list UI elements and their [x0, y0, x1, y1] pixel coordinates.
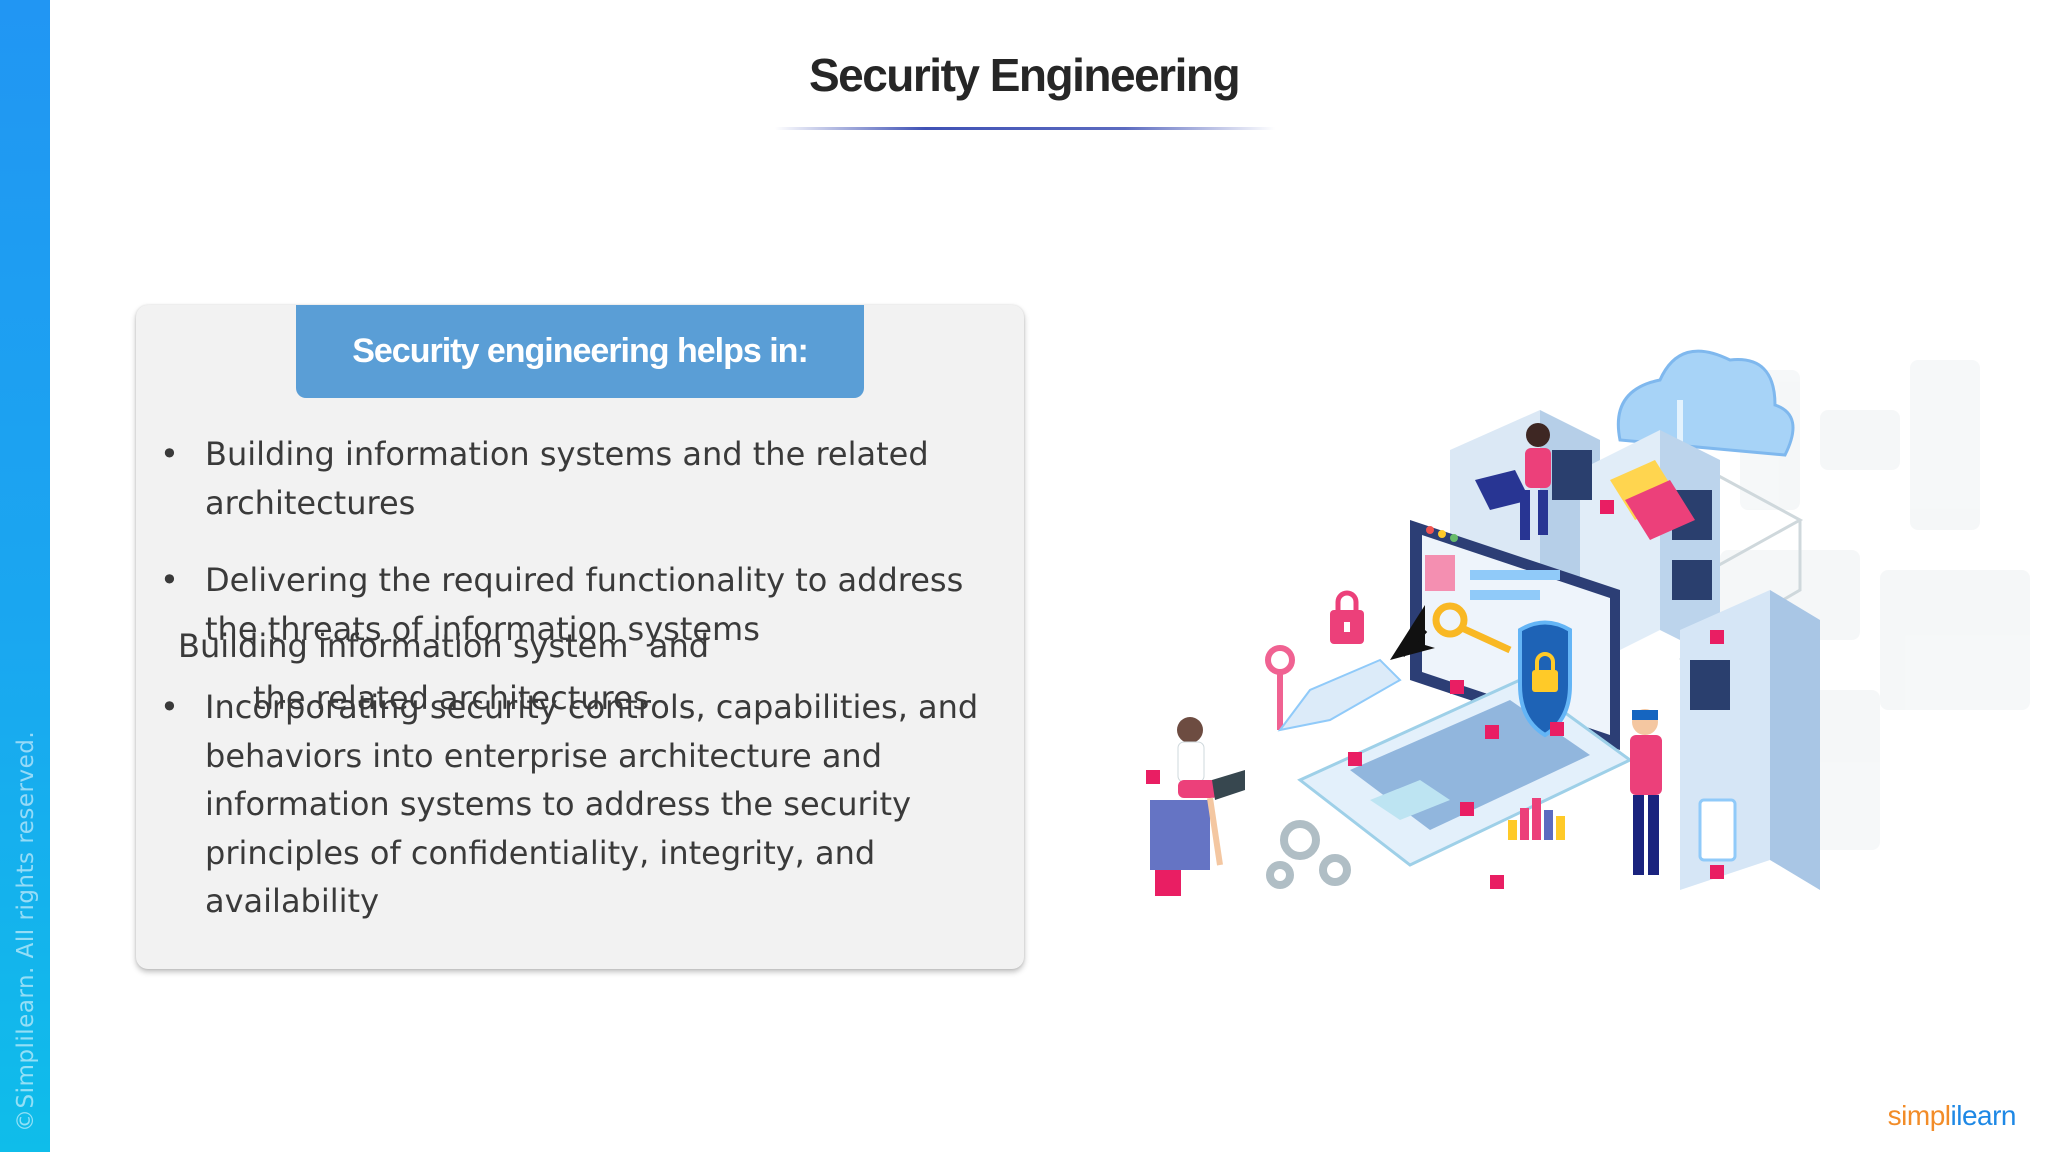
server-tower-icon [1680, 590, 1820, 890]
bullet-dot: • [160, 435, 179, 473]
bar-chart-icon [1508, 798, 1565, 840]
content-card [136, 305, 1024, 969]
overlay-text: the related architectures [253, 679, 650, 717]
brand-logo: simplilearn [1887, 1100, 2017, 1132]
decor-cubes [1146, 500, 1724, 889]
bullet-text: Building information systems and the rel… [205, 435, 929, 522]
brand-logo-part: simpl [1887, 1100, 1951, 1131]
key-icon [1265, 602, 1512, 732]
brand-logo-part: i [1950, 1100, 1957, 1131]
title-underline [775, 127, 1275, 130]
person-standing-icon [1630, 709, 1662, 875]
side-strip: ©Simplilearn. All rights reserved. [0, 0, 50, 1152]
person-sitting-icon [1475, 423, 1551, 540]
card-header: Security engineering helps in: [296, 305, 864, 398]
slide-title: Security Engineering [808, 49, 1241, 101]
bullet-text: Incorporating security controls, capabil… [205, 688, 979, 920]
cursor-icon [1390, 605, 1435, 660]
overlay-text: Building information system and [178, 627, 710, 665]
copyright-text: ©Simplilearn. All rights reserved. [13, 730, 39, 1132]
security-illustration [1146, 349, 2030, 896]
shield-lock-icon [1518, 620, 1572, 738]
chat-bubble-icon [1610, 460, 1695, 540]
bullet-text: Delivering the required functionality to… [205, 561, 964, 648]
gear-icon [1266, 820, 1351, 889]
brand-logo-part: learn [1956, 1100, 2016, 1131]
person-with-laptop-icon [1150, 717, 1245, 896]
padlock-icon [1330, 590, 1364, 644]
bullet-dot: • [160, 561, 179, 599]
bullet-dot: • [160, 688, 179, 726]
